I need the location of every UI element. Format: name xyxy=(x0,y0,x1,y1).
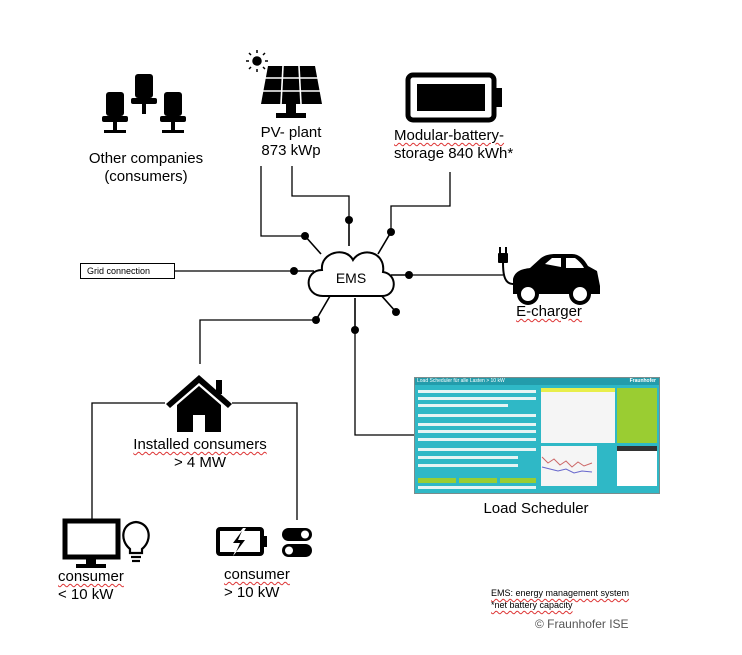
solar-panel-icon xyxy=(261,65,322,118)
scheduler-title: Load Scheduler für alle Lasten > 10 kW xyxy=(417,378,505,384)
line-pv xyxy=(291,166,350,220)
grid-connection-box: Grid connection xyxy=(80,263,175,279)
consumer-large-line2: > 10 kW xyxy=(224,584,280,601)
installed-label-line2: > 4 MW xyxy=(173,454,227,471)
line-consumer-large xyxy=(232,402,298,520)
echarger-label: E-charger xyxy=(504,303,594,321)
line-installed xyxy=(199,319,316,364)
charging-battery-icon xyxy=(216,527,267,556)
lightbulb-icon xyxy=(122,520,150,563)
consumer-large-line1: consumer xyxy=(224,566,290,583)
house-icon xyxy=(166,375,232,432)
companies-label: Other companies (consumers) xyxy=(76,150,216,186)
scheduler-titlebar xyxy=(415,378,659,385)
consumer-small-line2: < 10 kW xyxy=(58,586,114,603)
load-scheduler-label: Load Scheduler xyxy=(483,500,589,517)
battery-footnote: *net battery capacity xyxy=(491,600,573,611)
scheduler-brand: Fraunhofer xyxy=(629,378,656,384)
line-consumer-small xyxy=(91,402,165,520)
battery-label-line2: storage 840 kWh* xyxy=(394,145,514,162)
electric-car-icon xyxy=(498,247,600,305)
battery-label: Modular-battery- storage 840 kWh* xyxy=(394,127,530,163)
pv-label-line2: 873 kWp xyxy=(261,142,321,159)
ems-definition-note: EMS: energy management system xyxy=(491,588,629,599)
scheduler-chart xyxy=(541,446,597,486)
monitor-icon xyxy=(62,518,121,568)
consumer-small-label: consumer < 10 kW xyxy=(58,568,132,604)
consumer-small-line1: consumer xyxy=(58,568,124,585)
companies-label-line1: Other companies xyxy=(88,150,204,167)
sun-icon xyxy=(246,50,268,72)
load-scheduler-screenshot: Load Scheduler für alle Lasten > 10 kW F… xyxy=(414,377,660,494)
pv-label: PV- plant 873 kWp xyxy=(246,124,336,160)
line-companies xyxy=(260,166,305,237)
toggle-switches-icon xyxy=(282,528,312,557)
battery-footnote-text: *net battery capacity xyxy=(491,600,573,610)
copyright: © Fraunhofer ISE xyxy=(535,617,629,631)
echarger-text: E-charger xyxy=(516,303,582,320)
scheduler-chart-lines xyxy=(541,456,593,474)
scheduler-table xyxy=(541,388,615,443)
grid-connection-label: Grid connection xyxy=(87,266,151,276)
battery-label-line1: Modular-battery- xyxy=(394,127,505,144)
ems-definition-text: EMS: energy management system xyxy=(491,588,630,598)
pv-label-line1: PV- plant xyxy=(260,124,322,141)
consumer-large-label: consumer > 10 kW xyxy=(224,566,298,602)
line-scheduler xyxy=(354,330,414,436)
installed-consumers-label: Installed consumers > 4 MW xyxy=(124,436,276,472)
office-chairs-icon xyxy=(102,74,186,133)
ems-cloud-icon xyxy=(290,216,413,334)
companies-label-line2: (consumers) xyxy=(104,168,188,185)
ems-label: EMS xyxy=(335,270,367,286)
installed-label-line1: Installed consumers xyxy=(133,436,267,453)
battery-icon xyxy=(405,72,502,123)
line-battery xyxy=(390,172,451,232)
